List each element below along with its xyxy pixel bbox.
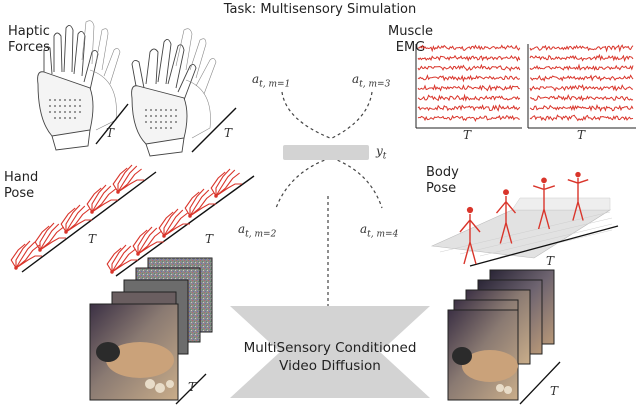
hand-skeleton [106,244,138,273]
hand-joint [214,194,218,198]
haptic-hand-right-bg [175,28,217,139]
hand-skeleton [10,240,42,269]
time-label-hand-left: T [88,232,97,246]
diffusion-model-block [230,306,430,398]
body-skeleton [495,196,517,244]
hand-joint [162,234,166,238]
emg-trace [417,74,521,83]
body-pose-skeletons [459,171,589,265]
haptic-label-line1: Haptic [8,24,50,39]
hand-pose-axis [21,171,255,277]
body-pose-floor [430,197,619,267]
label-a-m4: at, m=4 [360,222,399,240]
time-label-hand-right: T [205,232,214,246]
diffusion-model-label: MultiSensory Conditioned Video Diffusion [230,339,430,375]
muscle-label-line1: Muscle [388,24,433,39]
hand-joint [188,214,192,218]
hand-skeleton [86,184,118,213]
hand-joint [136,252,140,256]
emg-trace [529,103,634,113]
label-a-m2: at, m=2 [238,222,277,240]
hand-skeleton [210,168,242,197]
hand-skeleton [34,222,66,251]
time-label-video-input: T [188,380,197,394]
time-label-haptic-left: T [106,126,115,140]
emg-panel-right [527,44,636,129]
muscle-label-line2: EMG [395,40,426,55]
hand-skeleton [158,208,190,237]
body-pose-line1: Body [426,165,459,180]
hand-skeleton [184,188,216,217]
emg-trace [417,54,521,62]
hand-skeleton [60,204,92,233]
diagram-title: Task: Multisensory Simulation [223,2,417,17]
emg-trace [418,44,521,53]
emg-trace [417,63,521,72]
emg-trace [529,53,634,63]
time-label-emg-right: T [577,128,586,142]
haptic-forces-label: Haptic Forces [8,24,50,56]
hand-pose-line1: Hand [4,170,39,185]
body-head [541,177,547,184]
body-skeleton [532,184,556,230]
body-head [575,171,581,178]
diffusion-label-line1: MultiSensory Conditioned [243,340,417,356]
body-skeleton [567,178,589,221]
haptic-label-line2: Forces [8,40,50,55]
hand-pose-line2: Pose [4,186,35,201]
emg-trace [417,114,520,123]
hand-pose-label: Hand Pose [4,170,38,202]
body-pose-line2: Pose [426,181,457,196]
body-head [503,189,509,196]
haptic-right-time-axis [191,107,237,153]
body-pose-label: Body Pose [426,165,459,197]
emg-trace [529,114,634,122]
label-y: yt [376,144,387,162]
hand-joint [90,210,94,214]
emg-panel-left [415,44,522,129]
haptic-hand-left-sensors [49,99,81,119]
time-label-emg-left: T [463,128,472,142]
hand-skeleton [132,226,164,255]
emg-trace [529,84,634,92]
label-a-m3: at, m=3 [352,72,391,90]
video-stack-input [89,257,213,405]
emg-trace [529,63,634,72]
haptic-hand-right-sensors [145,109,177,129]
hand-skeleton [112,164,144,193]
label-a-m1: at, m=1 [252,72,291,90]
body-skeleton [459,214,481,265]
time-label-haptic-right: T [224,126,233,140]
diffusion-label-line2: Video Diffusion [279,358,381,374]
body-head [466,206,474,214]
emg-trace [529,44,634,53]
haptic-left-time-axis [95,103,129,145]
hand-joint [14,266,18,270]
emg-trace [529,94,634,102]
time-label-video-output: T [550,384,559,398]
haptic-hand-right [131,39,197,157]
video-stack-output [447,269,561,405]
haptic-hand-left [37,25,99,151]
hand-joint [110,270,114,274]
hand-joint [38,248,42,252]
hand-joint [116,190,120,194]
muscle-emg-label: Muscle EMG [388,24,433,56]
emg-trace [417,83,520,92]
time-label-body: T [546,254,555,268]
conditioning-lines [275,91,383,306]
emg-trace [417,104,521,112]
hand-pose-skeletons [10,164,242,274]
embedding-bar [283,145,369,160]
hand-joint [64,230,68,234]
emg-trace [417,93,521,102]
emg-trace [529,74,634,82]
